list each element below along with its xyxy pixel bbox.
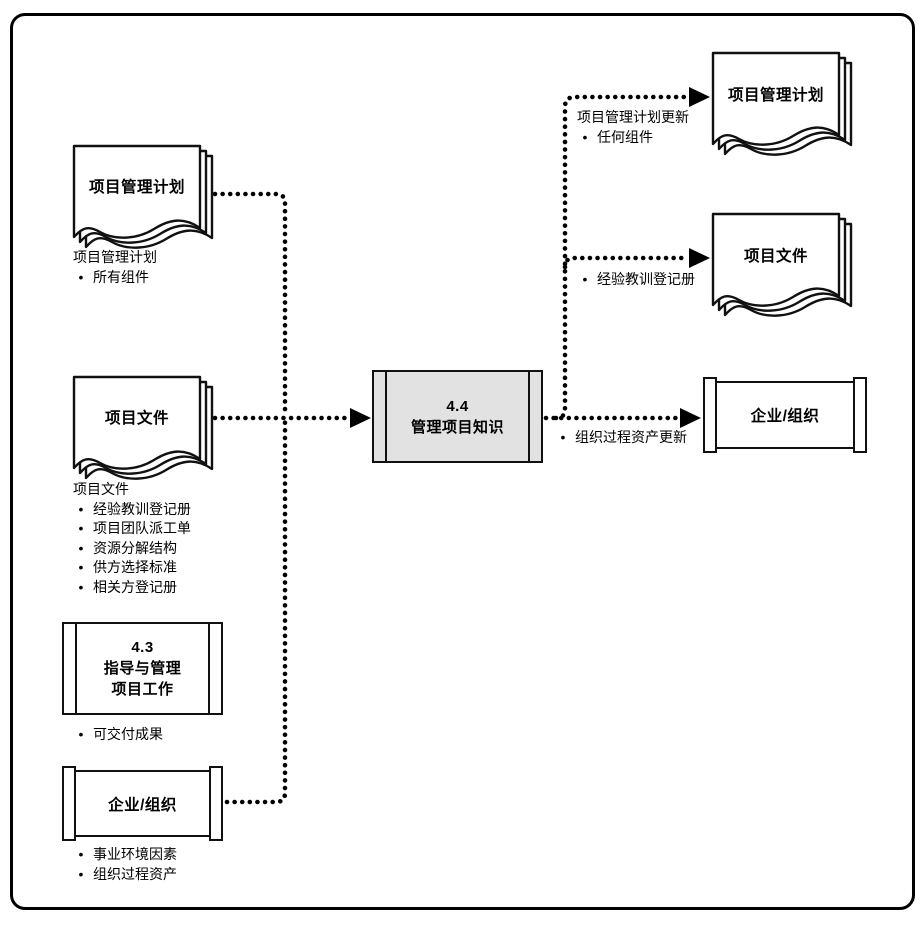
process-box-right-bar bbox=[208, 624, 210, 713]
bullet-text: 项目团队派工单 bbox=[93, 520, 191, 536]
arrowhead-into-eeo bbox=[680, 408, 701, 428]
bullet-item: • 任何组件 bbox=[577, 128, 689, 148]
bullet-text: 相关方登记册 bbox=[93, 578, 177, 595]
eeo-shape-input: 企业/组织 bbox=[62, 766, 223, 841]
bullet-text: 组织过程资产 bbox=[93, 865, 177, 882]
process-4-3-caption: • 可交付成果 bbox=[73, 725, 163, 745]
process-4-4-label: 4.4 管理项目知识 bbox=[374, 372, 541, 461]
bullet-item: • 所有组件 bbox=[73, 268, 157, 288]
output-pm-plan-caption: 项目管理计划更新 • 任何组件 bbox=[577, 108, 689, 147]
process-box-right-bar bbox=[528, 372, 530, 461]
connector-pm-plan-in bbox=[212, 191, 288, 417]
process-4-3-code: 4.3 bbox=[131, 639, 154, 656]
eeo-right-cap bbox=[209, 766, 223, 841]
bullet-dot: • bbox=[78, 520, 84, 536]
diagram-border bbox=[10, 13, 915, 910]
input-proj-docs-caption: 项目文件 • 经验教训登记册 • 项目团队派工单 • 资源分解结构 • 供方选择标准 • 相关方登… bbox=[73, 480, 191, 597]
eeo-input-caption: • 事业环境因素 • 组织过程资产 bbox=[73, 845, 177, 884]
bullet-text: 资源分解结构 bbox=[93, 539, 177, 556]
arrowhead-into-pm-plan bbox=[689, 87, 710, 107]
bullet-dot: • bbox=[78, 865, 84, 882]
output-proj-docs-caption: • 经验教训登记册 bbox=[577, 270, 695, 290]
eeo-shape-output: 企业/组织 bbox=[703, 377, 867, 453]
bullet-list: • 经验教训登记册 bbox=[577, 270, 695, 290]
process-4-3-label: 4.3 指导与管理 项目工作 bbox=[64, 624, 221, 713]
process-box-left-bar bbox=[385, 372, 387, 461]
bullet-item: • 项目团队派工单 bbox=[73, 519, 191, 539]
bullet-list: • 事业环境因素 • 组织过程资产 bbox=[73, 845, 177, 884]
process-box-4-3: 4.3 指导与管理 项目工作 bbox=[62, 622, 223, 715]
bullet-list: • 任何组件 bbox=[577, 128, 689, 148]
bullet-text: 经验教训登记册 bbox=[597, 271, 695, 287]
connector-proj-docs-out bbox=[562, 255, 690, 270]
bullet-list: • 所有组件 bbox=[73, 268, 157, 288]
bullet-item: • 事业环境因素 bbox=[73, 845, 177, 865]
bullet-text: 供方选择标准 bbox=[93, 559, 177, 575]
input-pm-plan-caption: 项目管理计划 • 所有组件 bbox=[73, 248, 157, 287]
bullet-item: • 组织过程资产 bbox=[73, 865, 177, 885]
eeo-input-title: 企业/组织 bbox=[108, 796, 177, 814]
eeo-right-cap bbox=[853, 377, 867, 453]
bullet-item: • 相关方登记册 bbox=[73, 578, 191, 598]
process-box-4-4: 4.4 管理项目知识 bbox=[372, 370, 543, 463]
bullet-list: • 经验教训登记册 • 项目团队派工单 • 资源分解结构 • 供方选择标准 • 相关方登记册 bbox=[73, 500, 191, 598]
bullet-item: • 经验教训登记册 bbox=[577, 270, 695, 290]
connector-pm-plan-out bbox=[553, 94, 690, 421]
bullet-text: 可交付成果 bbox=[93, 726, 163, 742]
eeo-left-cap bbox=[703, 377, 717, 453]
bullet-text: 组织过程资产更新 bbox=[575, 429, 687, 445]
bullet-text: 经验教训登记册 bbox=[93, 500, 191, 517]
bullet-dot: • bbox=[582, 128, 588, 145]
input-pm-plan-title: 项目管理计划 bbox=[88, 179, 185, 196]
bullet-dot: • bbox=[78, 559, 84, 575]
bullet-text: 任何组件 bbox=[597, 128, 653, 145]
bullet-dot: • bbox=[78, 500, 84, 517]
bullet-dot: • bbox=[78, 726, 84, 742]
bullet-list: • 可交付成果 bbox=[73, 725, 163, 745]
bullet-text: 事业环境因素 bbox=[93, 846, 177, 862]
output-proj-docs-title: 项目文件 bbox=[743, 248, 808, 265]
process-4-4-code: 4.4 bbox=[446, 397, 469, 415]
bullet-dot: • bbox=[78, 539, 84, 556]
arrowhead-into-proj-docs bbox=[689, 248, 710, 268]
process-box-left-bar bbox=[75, 624, 77, 713]
bullet-item: • 供方选择标准 bbox=[73, 558, 191, 578]
eeo-output-title: 企业/组织 bbox=[750, 408, 820, 425]
connector-eeo-in bbox=[224, 418, 288, 805]
arrowhead-into-process bbox=[350, 408, 371, 428]
bullet-dot: • bbox=[78, 578, 84, 595]
process-4-3-name-line1: 指导与管理 bbox=[103, 660, 182, 677]
eeo-left-cap bbox=[62, 766, 76, 841]
bullet-list: • 组织过程资产更新 bbox=[555, 428, 687, 448]
bullet-dot: • bbox=[582, 271, 588, 287]
eeo-output-caption: • 组织过程资产更新 bbox=[555, 428, 687, 448]
bullet-dot: • bbox=[78, 846, 84, 862]
bullet-item: • 可交付成果 bbox=[73, 725, 163, 745]
bullet-dot: • bbox=[78, 268, 84, 285]
bullet-item: • 资源分解结构 bbox=[73, 539, 191, 559]
bullet-dot: • bbox=[560, 429, 566, 445]
process-4-4-name: 管理项目知识 bbox=[410, 418, 504, 436]
bullet-item: • 组织过程资产更新 bbox=[555, 428, 687, 448]
bullet-item: • 经验教训登记册 bbox=[73, 500, 191, 520]
output-pm-plan-title: 项目管理计划 bbox=[727, 87, 824, 104]
caption-header: 项目文件 bbox=[73, 481, 129, 497]
caption-header: 项目管理计划 bbox=[73, 249, 157, 265]
input-proj-docs-title: 项目文件 bbox=[104, 410, 169, 427]
bullet-text: 所有组件 bbox=[93, 268, 149, 285]
caption-header: 项目管理计划更新 bbox=[577, 109, 689, 125]
process-4-3-name-line2: 项目工作 bbox=[111, 681, 174, 698]
